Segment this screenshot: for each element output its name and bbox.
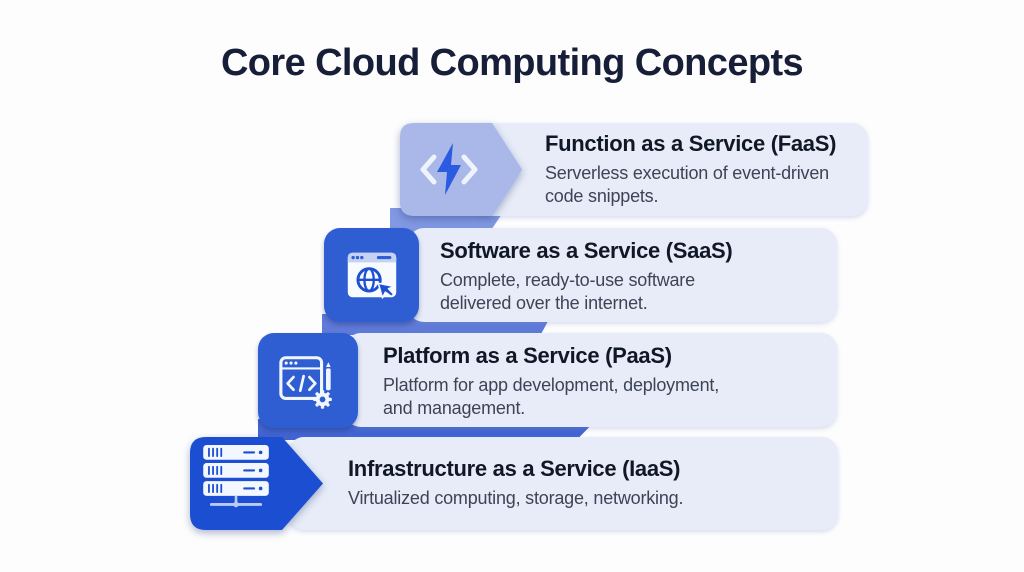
paas-panel <box>345 333 837 427</box>
code-window-pencil-gear-icon <box>279 355 332 409</box>
paas-description: Platform for app development, deployment… <box>383 375 719 419</box>
code-lightning-icon <box>420 143 478 195</box>
iaas-text-block: Infrastructure as a Service (IaaS) Virtu… <box>348 456 818 510</box>
faas-description: Serverless execution of event-driven cod… <box>545 163 829 207</box>
server-stack-icon <box>203 445 269 508</box>
iaas-panel <box>288 437 838 530</box>
saas-description: Complete, ready-to-use software delivere… <box>440 270 695 314</box>
saas-text-block: Software as a Service (SaaS) Complete, r… <box>440 238 745 315</box>
iaas-title: Infrastructure as a Service (IaaS) <box>348 456 681 481</box>
saas-panel <box>408 228 837 322</box>
saas-title: Software as a Service (SaaS) <box>440 238 733 263</box>
faas-title: Function as a Service (FaaS) <box>545 131 837 156</box>
faas-panel <box>470 123 868 216</box>
faas-text-block: Function as a Service (FaaS) Serverless … <box>545 131 857 208</box>
paas-tile <box>258 333 358 428</box>
saas-tile <box>324 228 419 322</box>
paas-text-block: Platform as a Service (PaaS) Platform fo… <box>383 343 743 420</box>
iaas-tile <box>190 437 323 530</box>
iaas-description: Virtualized computing, storage, networki… <box>348 488 684 509</box>
page-title: Core Cloud Computing Concepts <box>220 42 804 84</box>
paas-title: Platform as a Service (PaaS) <box>383 343 672 368</box>
faas-tile <box>400 123 522 216</box>
browser-globe-cursor-icon <box>347 252 396 299</box>
